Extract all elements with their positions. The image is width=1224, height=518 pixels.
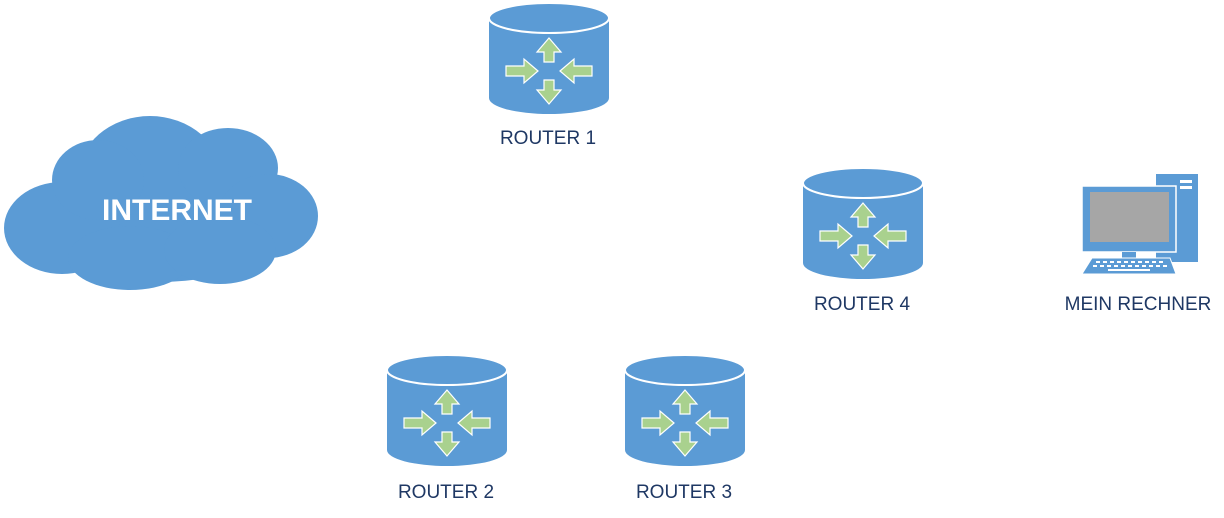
router-1-label: ROUTER 1	[499, 128, 597, 149]
router-4	[802, 167, 924, 281]
desktop-computer-icon	[1081, 174, 1198, 275]
router-4-label: ROUTER 4	[813, 294, 911, 315]
router-icon	[386, 354, 508, 466]
router-2-label: ROUTER 2	[397, 482, 495, 503]
computer-node	[1076, 172, 1200, 276]
internet-node: INTERNET	[0, 108, 322, 294]
router-2	[386, 354, 508, 468]
internet-label: INTERNET	[102, 194, 252, 227]
router-icon	[802, 167, 924, 279]
router-icon	[624, 354, 746, 466]
cloud-icon	[4, 116, 318, 290]
router-icon	[488, 2, 610, 114]
router-3-label: ROUTER 3	[635, 482, 733, 503]
router-1	[488, 2, 610, 116]
router-3	[624, 354, 746, 468]
computer-label: MEIN RECHNER	[1064, 294, 1212, 315]
